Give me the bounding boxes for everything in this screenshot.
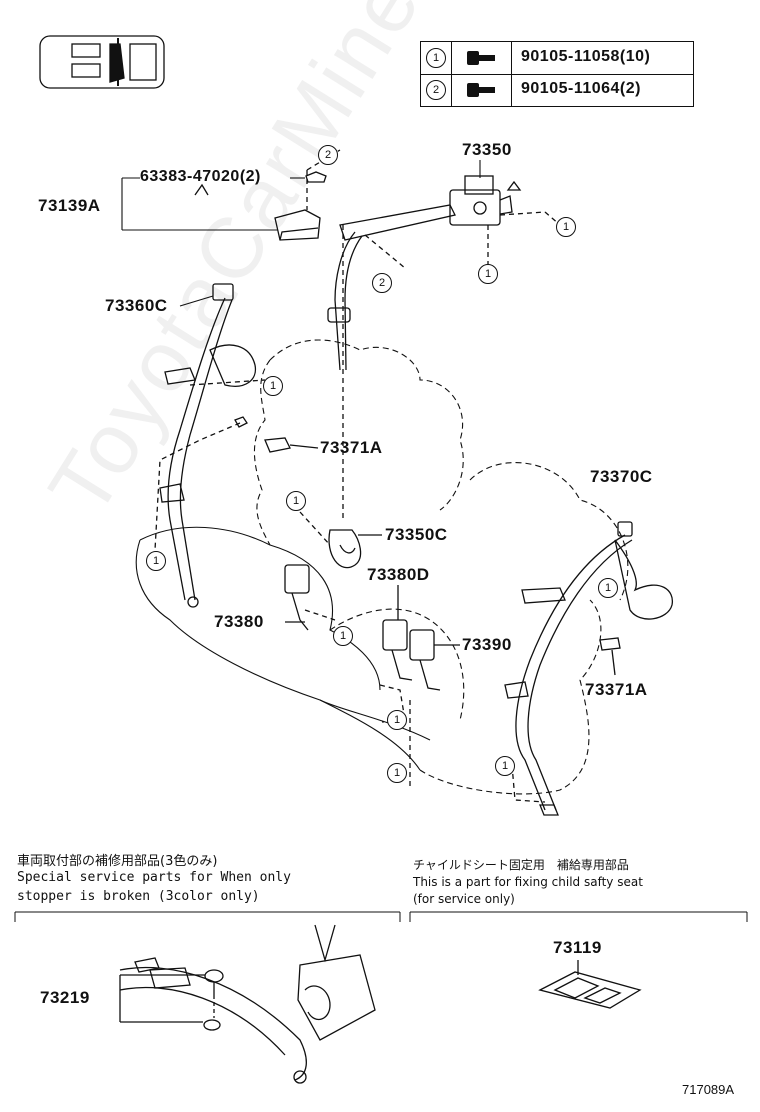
part-label-73380D: 73380D: [367, 565, 430, 584]
vehicle-seat-icon: [39, 35, 165, 89]
note-right-japanese: チャイルドシート固定用 補給専用部品: [413, 858, 629, 872]
fastener-legend-table: 1 90105-11058(10) 2 90105-11064(2): [420, 41, 694, 107]
callout-1: 1: [556, 217, 576, 237]
part-label-73380: 73380: [214, 612, 264, 631]
part-label-73350: 73350: [462, 140, 512, 159]
legend-key: 1: [426, 48, 446, 68]
part-label-73371A-right: 73371A: [585, 680, 648, 699]
part-label-73370C: 73370C: [590, 467, 653, 486]
retractor-73350: [194, 175, 522, 241]
callout-1: 1: [333, 626, 353, 646]
note-left-japanese: 車両取付部の補修用部品(3色のみ): [17, 854, 218, 869]
stopper-73219-detail: [119, 924, 376, 1084]
leader-lines: [121, 160, 481, 307]
part-label-73119: 73119: [553, 938, 602, 957]
callout-1: 1: [598, 578, 618, 598]
callout-1: 1: [495, 756, 515, 776]
legend-row: 1 90105-11058(10): [421, 42, 693, 75]
part-label-73139A: 73139A: [38, 196, 101, 215]
callout-1: 1: [146, 551, 166, 571]
note-left-english-2: stopper is broken (3color only): [17, 889, 260, 904]
legend-row: 2 90105-11064(2): [421, 74, 693, 106]
part-label-73360C: 73360C: [105, 296, 168, 315]
callout-1: 1: [387, 710, 407, 730]
part-label-73390: 73390: [462, 635, 512, 654]
bolt-icon: [467, 51, 495, 65]
part-label-73219: 73219: [40, 988, 90, 1007]
clip-73371A-left: [264, 437, 319, 453]
callout-1: 1: [263, 376, 283, 396]
rear-seat-outline: [135, 339, 629, 795]
legend-part-number: 90105-11064(2): [521, 80, 641, 97]
callout-2: 2: [372, 273, 392, 293]
note-right-english-2: (for service only): [413, 892, 515, 906]
child-seat-part-73119: [538, 960, 642, 1009]
bolt-icon: [467, 83, 495, 97]
center-belt: [306, 149, 561, 520]
figure-id: 717089A: [682, 1082, 735, 1097]
note-right-english-1: This is a part for fixing child safty se…: [413, 875, 643, 889]
callout-1: 1: [478, 264, 498, 284]
part-label-73350C: 73350C: [385, 525, 448, 544]
buckle-73390: [379, 585, 460, 790]
bracket-73139A: [274, 171, 327, 241]
buckle-73350C: [299, 511, 382, 569]
right-belt-73370C: [504, 521, 673, 816]
callout-2: 2: [318, 145, 338, 165]
legend-part-number: 90105-11058(10): [521, 48, 651, 65]
callout-1: 1: [286, 491, 306, 511]
callout-1: 1: [387, 763, 407, 783]
note-left-english-1: Special service parts for When only: [17, 870, 291, 885]
part-label-63383: 63383-47020(2): [140, 168, 261, 185]
buckle-73380: [284, 564, 336, 631]
left-belt-73360C: [154, 283, 266, 608]
legend-key: 2: [426, 80, 446, 100]
part-label-73371A-left: 73371A: [320, 438, 383, 457]
